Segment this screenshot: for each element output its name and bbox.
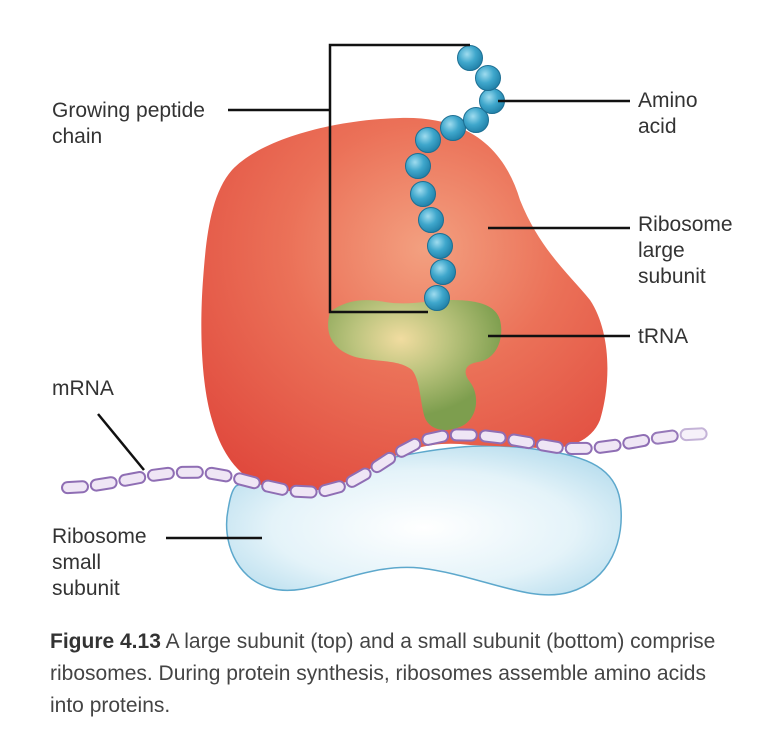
amino-acid-bead — [427, 233, 453, 259]
mrna-segment — [679, 427, 708, 442]
mrna-segment — [593, 438, 622, 454]
mrna-segment — [175, 465, 204, 479]
mrna-segment — [622, 433, 651, 450]
label-mrna: mRNA — [52, 377, 114, 400]
amino-acid-bead — [440, 115, 466, 141]
label-trna: tRNA — [638, 325, 689, 348]
mrna-segment — [564, 441, 593, 455]
amino-acid-bead — [418, 207, 444, 233]
mrna-leader-line — [97, 413, 145, 471]
mrna-segment — [61, 480, 89, 495]
mrna-segment — [345, 467, 372, 488]
mrna-segment — [233, 472, 261, 490]
amino-acid-bead — [424, 285, 450, 311]
figure-caption: Figure 4.13 A large subunit (top) and a … — [50, 626, 740, 722]
mrna-segment — [289, 484, 318, 499]
amino-acid-bead — [410, 181, 436, 207]
amino-acid-bead — [463, 107, 489, 133]
amino-acid-bead — [475, 65, 501, 91]
amino-acid-chain — [405, 45, 505, 311]
mrna-segment — [318, 480, 346, 498]
trna-molecule — [328, 300, 502, 431]
amino-acid-bead — [405, 153, 431, 179]
mrna-segment — [370, 451, 397, 474]
amino-acid-bead — [457, 45, 483, 71]
peptide-bracket-line — [328, 43, 470, 314]
mrna-strand — [61, 427, 708, 499]
mrna-segment — [395, 437, 422, 458]
label-growing-peptide-chain: Growing peptide chain — [52, 99, 205, 148]
label-ribosome-large-subunit: Ribosome large subunit — [638, 213, 733, 288]
mrna-segment — [421, 429, 450, 446]
mrna-segment — [478, 429, 507, 445]
caption-text: A large subunit (top) and a small subuni… — [50, 630, 716, 717]
figure-number: Figure 4.13 — [50, 630, 161, 653]
label-ribosome-small-subunit: Ribosome small subunit — [52, 525, 147, 600]
ribosome-diagram — [61, 43, 708, 596]
mrna-segment — [261, 479, 289, 496]
mrna-segment — [89, 476, 118, 492]
mrna-segment — [204, 466, 233, 483]
leader-lines — [97, 43, 630, 540]
mrna-segment — [449, 428, 478, 442]
amino-acid-bead — [415, 127, 441, 153]
mrna-segment — [146, 466, 175, 482]
label-amino-acid: Amino acid — [638, 89, 698, 138]
mrna-segment — [507, 433, 536, 450]
mrna-segment — [535, 438, 564, 454]
mrna-segment — [118, 471, 147, 487]
amino-acid-bead — [430, 259, 456, 285]
mrna-segment — [650, 429, 679, 445]
